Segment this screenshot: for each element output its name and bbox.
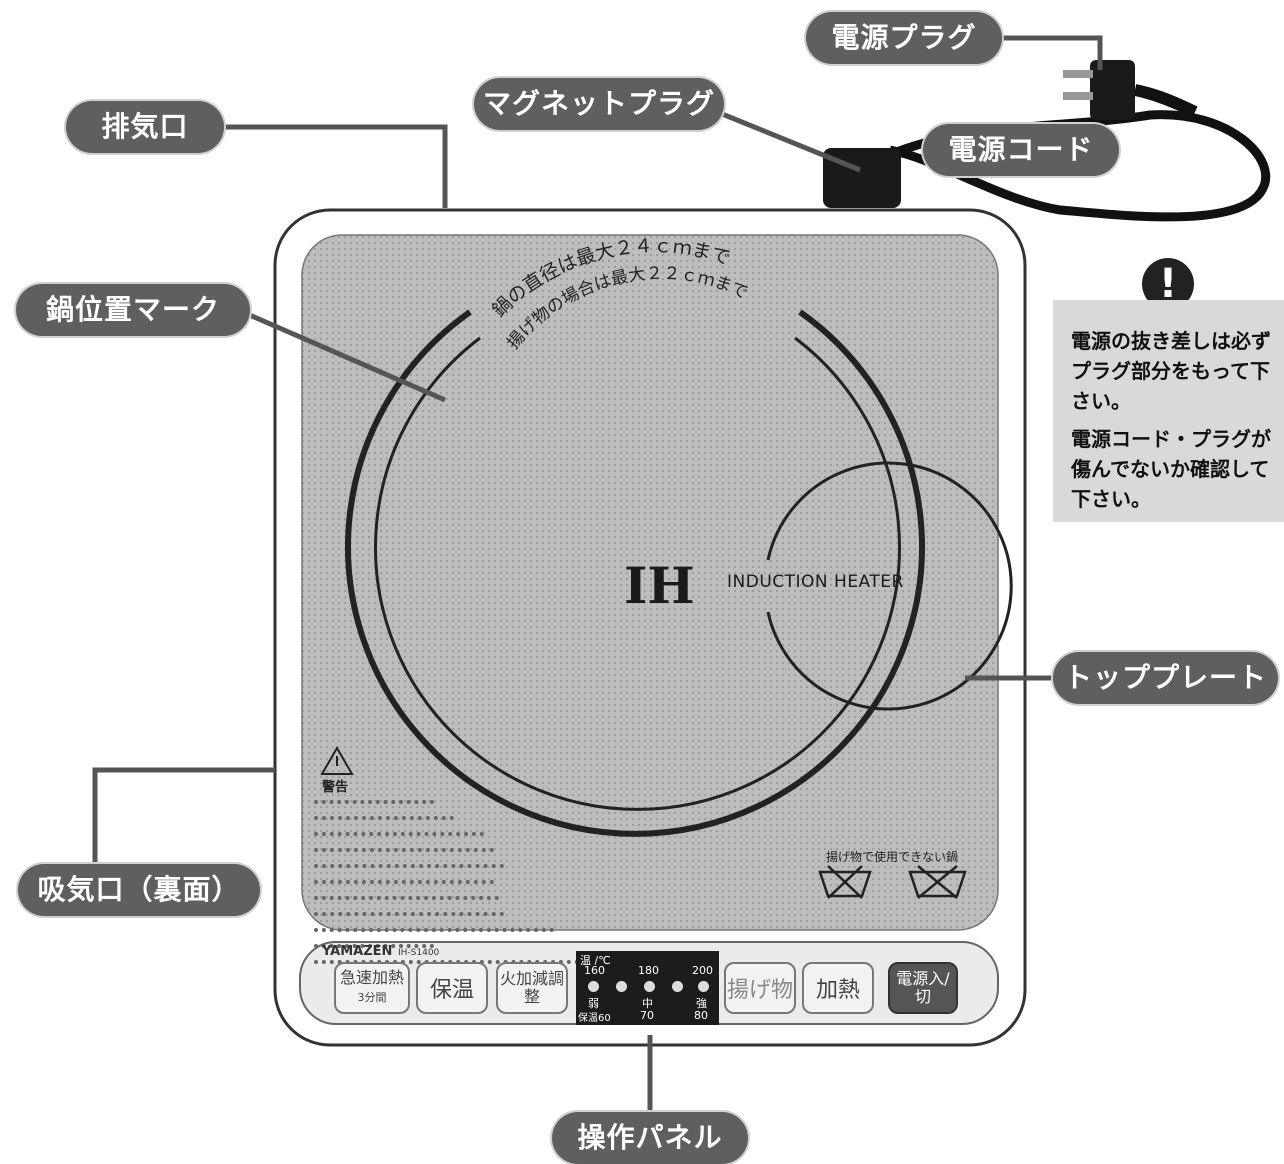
- rapid-heat-button[interactable]: 急速加熱 3分間: [334, 962, 410, 1014]
- rapid-heat-label: 急速加熱: [339, 968, 404, 987]
- label-panel: 操作パネル: [552, 1112, 748, 1164]
- pot-crossed-icon-1: [818, 865, 872, 899]
- pot-crossed-icon-2: [908, 865, 967, 899]
- induction-heater-text: INDUCTION HEATER: [727, 572, 904, 592]
- heat-adjust-button[interactable]: 火加減調整: [496, 962, 568, 1014]
- no-use-pot-title: 揚げ物で使用できない鍋: [826, 850, 959, 864]
- pan-position-ring-inner: [374, 336, 901, 811]
- caution-box: 電源の抜き差しは必ずプラグ部分をもって下さい。 電源コード・プラグが傷んでないか…: [1053, 300, 1284, 522]
- label-power-cord: 電源コード: [923, 124, 1119, 176]
- caution-text-1: 電源の抜き差しは必ずプラグ部分をもって下さい。: [1071, 329, 1271, 413]
- display-mid: 中: [642, 997, 653, 1010]
- display-low: 弱: [588, 997, 599, 1010]
- display-dot-4: [672, 981, 683, 992]
- label-intake: 吸気口（裏面）: [18, 864, 260, 916]
- display-80: 80: [694, 1009, 708, 1022]
- display-160: 160: [584, 964, 605, 977]
- leader-lines: [92, 35, 1103, 1112]
- label-exhaust: 排気口: [66, 101, 224, 153]
- model-number: IH-S1400: [398, 948, 440, 958]
- display-70: 70: [640, 1009, 654, 1022]
- top-plate-surface: [301, 234, 999, 931]
- ih-inner-ring: [766, 461, 1013, 711]
- display-180: 180: [638, 964, 659, 977]
- label-pan-mark: 鍋位置マーク: [16, 284, 250, 336]
- display-high: 強: [696, 997, 707, 1010]
- display-dot-1: [588, 981, 599, 992]
- warning-triangle-icon: [320, 745, 354, 775]
- warning-fine-print: [314, 800, 674, 976]
- caution-text-2: 電源コード・プラグが傷んでないか確認して下さい。: [1071, 427, 1271, 511]
- display-top-label: 温 /℃: [580, 954, 611, 967]
- display-dot-5: [698, 981, 709, 992]
- label-magnet-plug: マグネットプラグ: [474, 78, 724, 130]
- fry-button[interactable]: 揚げ物: [724, 962, 796, 1014]
- rapid-heat-sub-label: 3分間: [357, 991, 387, 1004]
- label-power-plug: 電源プラグ: [806, 12, 1002, 64]
- keep-warm-button[interactable]: 保温: [416, 962, 488, 1014]
- magnet-plug-graphic: [823, 148, 901, 208]
- temperature-display: 温 /℃ 160 180 200 弱 中 強 保温60 70 80: [576, 951, 719, 1025]
- power-button[interactable]: 電源入/切: [888, 962, 958, 1014]
- display-200: 200: [692, 964, 713, 977]
- label-top-plate: トッププレート: [1053, 652, 1278, 704]
- pan-position-ring-outer: [345, 309, 925, 837]
- brand-name: YAMAZEN: [322, 944, 393, 959]
- heat-button[interactable]: 加熱: [802, 962, 874, 1014]
- power-plug-graphic: [1063, 60, 1198, 120]
- display-dot-2: [616, 981, 627, 992]
- ih-logo: IH: [624, 556, 695, 615]
- warning-title: 警告: [322, 780, 349, 795]
- display-dot-3: [644, 981, 655, 992]
- display-keep: 保温60: [578, 1013, 611, 1024]
